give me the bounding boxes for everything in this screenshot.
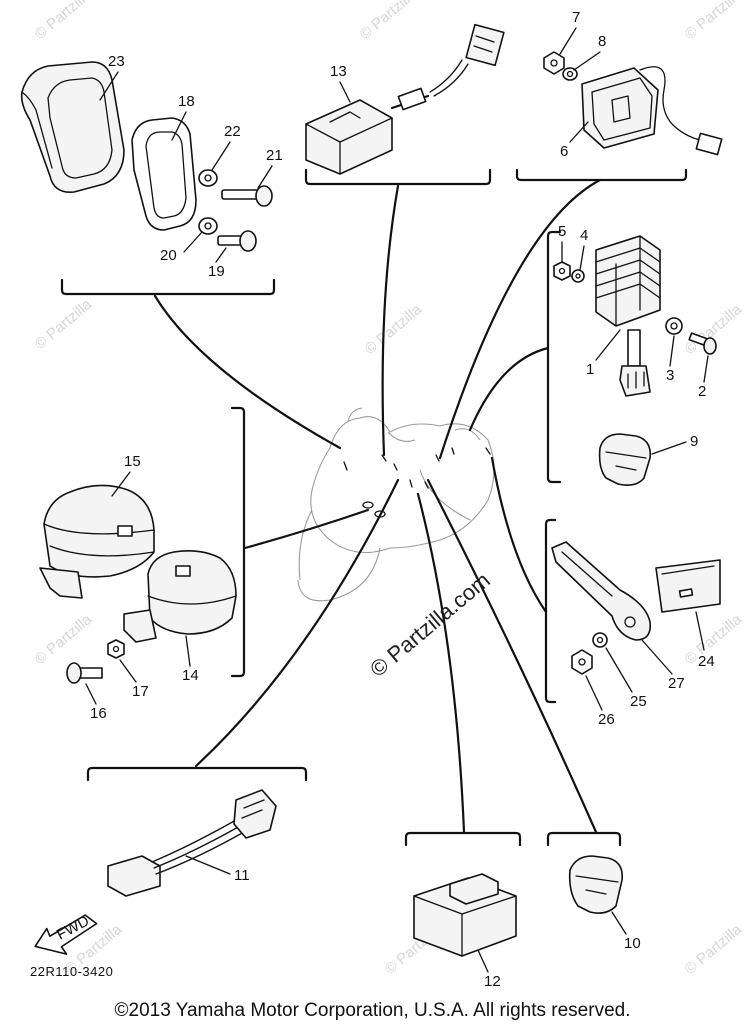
part-label-13: 13 bbox=[330, 63, 347, 80]
part-label-5: 5 bbox=[558, 223, 566, 240]
part-label-18: 18 bbox=[178, 93, 195, 110]
leader-11 bbox=[194, 478, 400, 768]
group-frames bbox=[60, 168, 688, 847]
part-label-8: 8 bbox=[598, 33, 606, 50]
part-11-lead-wire bbox=[107, 789, 277, 897]
part-label-1: 1 bbox=[586, 361, 594, 378]
watermark-tile: © Partzilla bbox=[682, 0, 745, 43]
part-21-screw bbox=[221, 185, 273, 207]
mount-point bbox=[362, 501, 374, 509]
part-label-24: 24 bbox=[698, 653, 715, 670]
part-label-25: 25 bbox=[630, 693, 647, 710]
part-26-nut bbox=[571, 649, 593, 675]
part-25-washer bbox=[592, 632, 608, 648]
part-27-bracket bbox=[551, 541, 652, 641]
part-2-bolt bbox=[688, 332, 717, 355]
part-23-lens bbox=[20, 61, 125, 193]
part-label-17: 17 bbox=[132, 683, 149, 700]
leader-27 bbox=[490, 456, 548, 614]
leader-lines bbox=[153, 178, 602, 834]
part-12-flasher-relay bbox=[413, 873, 517, 957]
part-label-19: 19 bbox=[208, 263, 225, 280]
part-label-2: 2 bbox=[698, 383, 706, 400]
part-22-washer bbox=[198, 169, 218, 187]
part-label-10: 10 bbox=[624, 935, 641, 952]
watermark-tile: © Partzilla bbox=[32, 296, 96, 354]
part-label-15: 15 bbox=[124, 453, 141, 470]
part-19-screw bbox=[217, 230, 257, 252]
part-7-nut bbox=[543, 51, 565, 75]
part-4-washer bbox=[571, 269, 585, 283]
bracket-group-13 bbox=[304, 168, 492, 186]
part-6-relay bbox=[581, 66, 723, 156]
part-label-14: 14 bbox=[182, 667, 199, 684]
part-20-washer bbox=[198, 217, 218, 235]
part-17-nut bbox=[107, 639, 125, 659]
part-1-rectifier bbox=[595, 235, 661, 397]
part-label-26: 26 bbox=[598, 711, 615, 728]
part-label-7: 7 bbox=[572, 9, 580, 26]
part-label-12: 12 bbox=[484, 973, 501, 990]
bracket-group-23-18 bbox=[60, 278, 276, 296]
watermark-tile: © Partzilla bbox=[362, 301, 426, 359]
copyright-notice: ©2013 Yamaha Motor Corporation, U.S.A. A… bbox=[114, 1000, 631, 1021]
watermark-center: © Partzilla.com bbox=[365, 567, 495, 681]
part-3-washer bbox=[665, 317, 683, 335]
part-label-16: 16 bbox=[90, 705, 107, 722]
part-18-gasket bbox=[131, 117, 197, 231]
watermark-tile: © Partzilla bbox=[357, 0, 421, 43]
leader-15 bbox=[243, 508, 370, 550]
part-label-11: 11 bbox=[234, 867, 250, 884]
leader-1 bbox=[468, 346, 550, 432]
part-8-washer bbox=[562, 67, 578, 81]
diagram-code: 22R110-3420 bbox=[30, 964, 113, 979]
part-labels: 23 18 22 21 20 19 13 7 8 6 5 4 1 3 2 9 1… bbox=[85, 9, 715, 990]
part-label-20: 20 bbox=[160, 247, 177, 264]
part-15-horn bbox=[39, 484, 155, 599]
bracket-group-1-9 bbox=[546, 230, 562, 484]
leader-10 bbox=[426, 478, 598, 834]
part-14-horn bbox=[123, 550, 237, 643]
bracket-group-12 bbox=[404, 831, 522, 847]
bracket-group-10 bbox=[546, 831, 622, 847]
part-label-9: 9 bbox=[690, 433, 698, 450]
part-16-bolt bbox=[66, 662, 103, 684]
watermark-tile: © Partzilla bbox=[32, 611, 96, 669]
bracket-group-14-17 bbox=[230, 406, 246, 678]
part-label-3: 3 bbox=[666, 367, 674, 384]
part-label-22: 22 bbox=[224, 123, 241, 140]
leader-6 bbox=[438, 178, 602, 460]
part-label-27: 27 bbox=[668, 675, 685, 692]
part-label-21: 21 bbox=[266, 147, 283, 164]
chassis-outline bbox=[297, 407, 495, 602]
bracket-group-11 bbox=[86, 766, 308, 782]
leader-12 bbox=[416, 492, 466, 834]
part-label-6: 6 bbox=[560, 143, 568, 160]
leader-13 bbox=[381, 184, 400, 457]
watermark-tile: © Partzilla bbox=[32, 0, 96, 43]
part-5-nut bbox=[553, 261, 571, 281]
part-label-4: 4 bbox=[580, 227, 588, 244]
part-9-cap bbox=[598, 433, 652, 486]
bracket-group-6-8 bbox=[515, 168, 688, 182]
watermark-tile: © Partzilla bbox=[682, 921, 745, 979]
part-10-cap bbox=[568, 855, 624, 914]
leader-23 bbox=[153, 294, 342, 450]
part-13-connector-sensor bbox=[305, 23, 505, 175]
part-24-plate bbox=[655, 559, 721, 613]
part-label-23: 23 bbox=[108, 53, 125, 70]
